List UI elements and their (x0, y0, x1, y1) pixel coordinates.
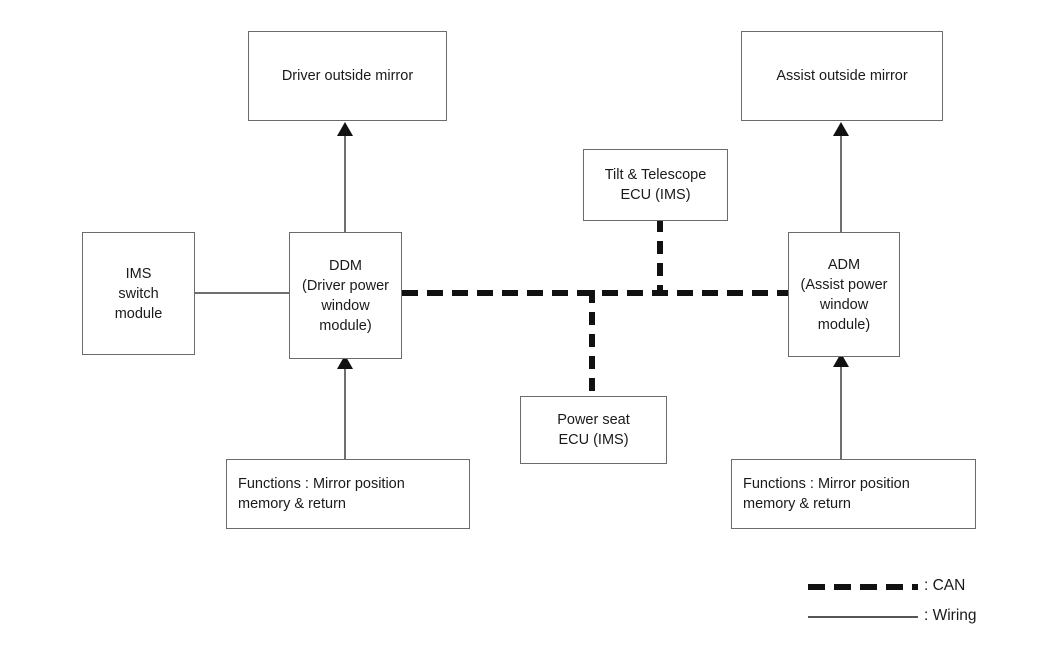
arrowhead-assist-mirror (833, 122, 849, 136)
node-ddm-label: DDM (Driver power window module) (301, 257, 389, 334)
can-branch-tilt-telescope (657, 219, 663, 293)
arrowhead-driver-mirror (337, 122, 353, 136)
wire-ims-to-ddm (194, 292, 290, 294)
node-adm[interactable]: ADM (Assist power window module) (788, 232, 900, 357)
node-tilt-telescope-ecu-label: Tilt & Telescope ECU (IMS) (604, 167, 707, 203)
node-assist-outside-mirror[interactable]: Assist outside mirror (741, 31, 943, 121)
can-branch-power-seat (589, 290, 595, 398)
node-assist-outside-mirror-label: Assist outside mirror (776, 68, 908, 84)
node-power-seat-ecu[interactable]: Power seat ECU (IMS) (520, 396, 667, 464)
node-ddm[interactable]: DDM (Driver power window module) (289, 232, 402, 359)
legend-wiring-line (808, 616, 918, 618)
wire-driver-functions-to-ddm (344, 359, 346, 460)
wire-ddm-to-driver-mirror (344, 126, 346, 233)
wire-adm-to-assist-mirror (840, 126, 842, 233)
node-assist-functions[interactable]: Functions : Mirror position memory & ret… (731, 459, 976, 529)
node-driver-outside-mirror-label: Driver outside mirror (281, 68, 414, 84)
legend-can-label: : CAN (924, 577, 966, 594)
wire-assist-functions-to-adm (840, 357, 842, 460)
node-tilt-telescope-ecu[interactable]: Tilt & Telescope ECU (IMS) (583, 149, 728, 221)
node-assist-functions-label: Functions : Mirror position memory & ret… (743, 476, 910, 512)
node-power-seat-ecu-label: Power seat ECU (IMS) (557, 412, 630, 448)
node-adm-label: ADM (Assist power window module) (800, 256, 888, 333)
can-bus-main (402, 290, 790, 296)
legend-can-line (808, 584, 918, 590)
node-ims-switch-module-label: IMS switch module (114, 265, 163, 322)
legend-wiring-label: : Wiring (924, 607, 977, 624)
node-driver-outside-mirror[interactable]: Driver outside mirror (248, 31, 447, 121)
node-ims-switch-module[interactable]: IMS switch module (82, 232, 195, 355)
node-driver-functions[interactable]: Functions : Mirror position memory & ret… (226, 459, 470, 529)
node-driver-functions-label: Functions : Mirror position memory & ret… (238, 476, 405, 512)
